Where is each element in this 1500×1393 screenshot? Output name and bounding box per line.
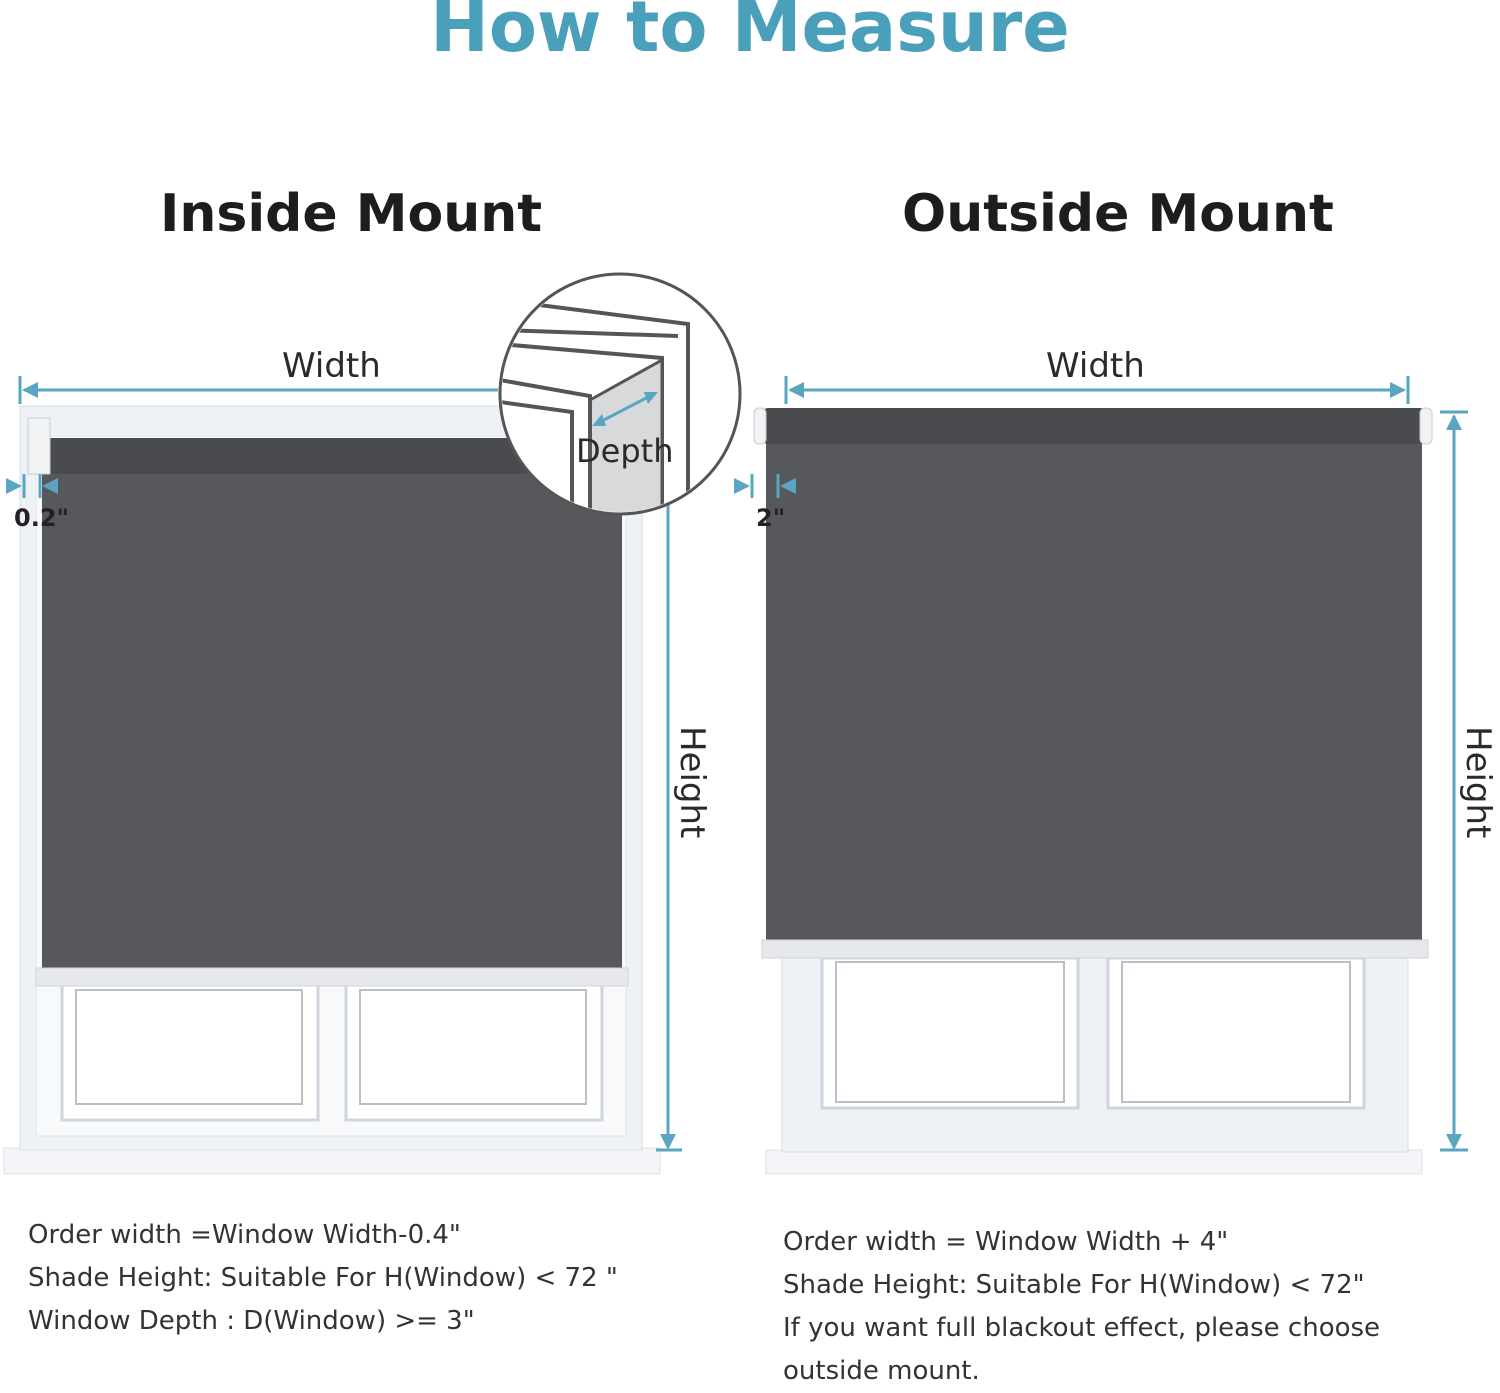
outside-height-dimension xyxy=(1440,410,1468,1152)
page-title: How to Measure xyxy=(430,0,1070,68)
inside-bracket xyxy=(27,417,51,475)
inside-shade-bottom-bar xyxy=(35,967,629,987)
outside-shade-bottom-bar xyxy=(761,939,1429,959)
outside-window-sill xyxy=(765,1149,1423,1175)
inside-height-label: Height xyxy=(672,726,712,839)
inside-note-line: Shade Height: Suitable For H(Window) < 7… xyxy=(28,1263,618,1293)
inside-note-line: Window Depth : D(Window) >= 3" xyxy=(28,1306,475,1336)
inside-width-label: Width xyxy=(282,346,381,386)
inside-offset-arrows xyxy=(6,474,58,498)
outside-note-line: outside mount. xyxy=(783,1356,980,1386)
inside-window xyxy=(3,405,661,1175)
inside-height-dimension xyxy=(656,500,682,1152)
inside-shade-fabric xyxy=(42,470,622,970)
outside-height-label: Height xyxy=(1458,726,1498,839)
outside-bracket-left xyxy=(753,407,767,445)
depth-detail-circle xyxy=(498,272,742,516)
inside-mount-heading: Inside Mount xyxy=(160,184,543,244)
outside-bracket-right xyxy=(1419,407,1433,445)
outside-shade-fabric xyxy=(766,440,1422,942)
outside-note-line: Order width = Window Width + 4" xyxy=(783,1227,1229,1257)
inside-offset-label: 0.2" xyxy=(14,504,70,532)
inside-shade-roller xyxy=(40,438,624,474)
inside-window-sill xyxy=(3,1147,661,1175)
inside-note-line: Order width =Window Width-0.4" xyxy=(28,1220,461,1250)
depth-label: Depth xyxy=(576,432,674,470)
outside-width-label: Width xyxy=(1046,346,1145,386)
outside-offset-arrows xyxy=(734,474,796,498)
inside-width-dimension xyxy=(18,376,498,404)
outside-window xyxy=(753,407,1433,1175)
outside-notes: Order width = Window Width + 4" Shade He… xyxy=(783,1221,1380,1393)
outside-note-line: Shade Height: Suitable For H(Window) < 7… xyxy=(783,1270,1365,1300)
outside-offset-label: 2" xyxy=(756,504,786,532)
outside-shade-roller xyxy=(762,408,1426,444)
outside-width-dimension xyxy=(784,376,1410,404)
outside-note-line: If you want full blackout effect, please… xyxy=(783,1313,1381,1343)
inside-notes: Order width =Window Width-0.4" Shade Hei… xyxy=(28,1214,618,1343)
outside-mount-heading: Outside Mount xyxy=(902,184,1334,244)
